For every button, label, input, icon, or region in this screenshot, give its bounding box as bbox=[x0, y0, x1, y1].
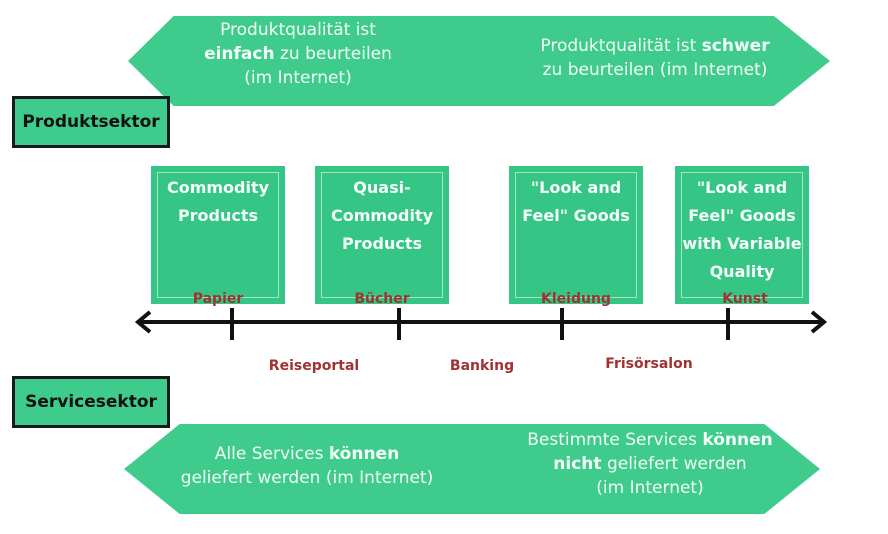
tick-label-kleidung: Kleidung bbox=[541, 291, 611, 307]
top-left-line2-rest: zu beurteilen bbox=[274, 44, 392, 64]
top-right-line1: Produktqualität ist schwer bbox=[510, 34, 800, 58]
bottom-right-line1-pre: Bestimmte Services bbox=[527, 430, 703, 450]
bottom-left-bold: können bbox=[328, 444, 400, 464]
top-banner-product-quality bbox=[128, 16, 830, 106]
top-banner-left-text: Produktqualität ist einfach zu beurteile… bbox=[178, 18, 418, 90]
category-line: Quasi- bbox=[353, 178, 411, 197]
category-line: Quality bbox=[709, 262, 775, 281]
service-label-banking: Banking bbox=[449, 358, 515, 374]
box-inner-border bbox=[157, 172, 279, 298]
category-line: "Look and bbox=[530, 178, 622, 197]
bottom-left-line2: geliefert werden (im Internet) bbox=[180, 468, 434, 488]
service-label-frisoersalon: Frisörsalon bbox=[605, 356, 693, 372]
bottom-left-line1: Alle Services können bbox=[162, 442, 452, 466]
category-line: Commodity bbox=[166, 178, 270, 197]
top-left-line2: einfach zu beurteilen bbox=[178, 42, 418, 66]
bottom-right-bold2: nicht bbox=[553, 454, 602, 474]
category-line: Commodity bbox=[330, 206, 434, 225]
category-label: Quasi- Commodity Products bbox=[315, 174, 449, 258]
category-line: Products bbox=[341, 234, 423, 253]
bottom-right-bold1: können bbox=[702, 430, 773, 450]
service-label-reiseportal: Reiseportal bbox=[268, 358, 360, 374]
category-box-look-and-feel-variable: "Look and Feel" Goods with Variable Qual… bbox=[675, 166, 809, 304]
bottom-banner-left-text: Alle Services können geliefert werden (i… bbox=[162, 442, 452, 490]
bottom-left-line1-pre: Alle Services bbox=[214, 444, 329, 464]
top-right-bold: schwer bbox=[701, 36, 770, 56]
category-box-commodity: Commodity Products bbox=[151, 166, 285, 304]
product-sector-text: Produktsektor bbox=[22, 112, 160, 132]
category-label: "Look and Feel" Goods bbox=[509, 174, 643, 230]
category-box-quasi-commodity: Quasi- Commodity Products bbox=[315, 166, 449, 304]
box-inner-border bbox=[681, 172, 803, 298]
arrow-right-icon bbox=[810, 310, 828, 334]
bottom-banner-right-text: Bestimmte Services können nicht geliefer… bbox=[505, 428, 795, 500]
bottom-right-line1: Bestimmte Services können bbox=[505, 428, 795, 452]
category-line: Feel" Goods bbox=[688, 206, 796, 225]
top-left-line1: Produktqualität ist bbox=[220, 20, 376, 40]
product-sector-label: Produktsektor bbox=[12, 96, 170, 148]
service-sector-text: Servicesektor bbox=[25, 392, 157, 412]
category-line: "Look and bbox=[696, 178, 788, 197]
category-line: with Variable bbox=[682, 234, 802, 253]
tick-label-buecher: Bücher bbox=[354, 291, 410, 307]
category-box-look-and-feel: "Look and Feel" Goods bbox=[509, 166, 643, 304]
tick-label-papier: Papier bbox=[192, 291, 244, 307]
box-inner-border bbox=[515, 172, 637, 298]
service-sector-label: Servicesektor bbox=[12, 376, 170, 428]
category-line: Feel" Goods bbox=[522, 206, 630, 225]
box-inner-border bbox=[321, 172, 443, 298]
top-right-line2: zu beurteilen (im Internet) bbox=[542, 60, 768, 80]
bottom-right-line2: nicht geliefert werden bbox=[505, 452, 795, 476]
top-right-line1-pre: Produktqualität ist bbox=[540, 36, 702, 56]
tick-label-kunst: Kunst bbox=[722, 291, 768, 307]
arrow-left-icon bbox=[134, 310, 152, 334]
bottom-right-line2-rest: geliefert werden bbox=[601, 454, 747, 474]
bottom-banner-service-delivery bbox=[124, 424, 820, 514]
category-label: Commodity Products bbox=[151, 174, 285, 230]
top-banner-right-text: Produktqualität ist schwer zu beurteilen… bbox=[510, 34, 800, 82]
top-left-bold: einfach bbox=[204, 44, 275, 64]
top-left-line3: (im Internet) bbox=[244, 68, 352, 88]
category-line: Products bbox=[177, 206, 259, 225]
bottom-right-line3: (im Internet) bbox=[596, 478, 704, 498]
category-label: "Look and Feel" Goods with Variable Qual… bbox=[675, 174, 809, 286]
